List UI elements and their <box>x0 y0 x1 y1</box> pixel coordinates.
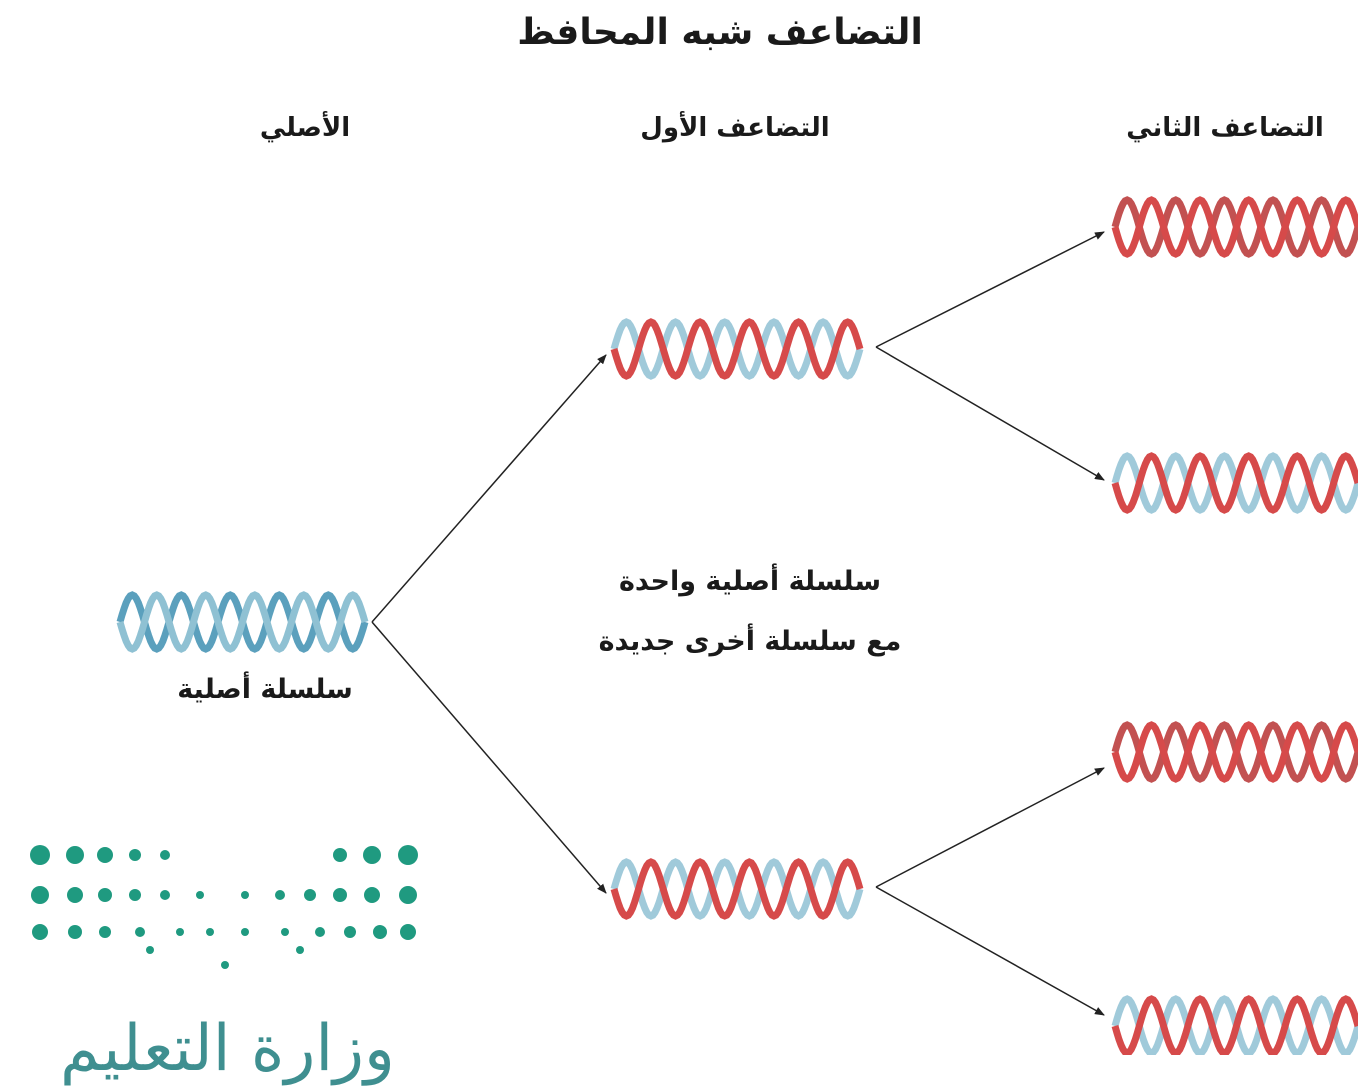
ministry-logo-text: وزارة التعليم <box>60 1012 395 1086</box>
ministry-of-education-logo-icon <box>30 845 418 969</box>
arrow-original-to-lower <box>371 621 607 894</box>
helix-second-1 <box>1111 196 1358 258</box>
helix-second-4 <box>1111 995 1358 1055</box>
description-line-1: سلسلة أصلية واحدة <box>618 566 882 597</box>
description-line-2: مع سلسلة أخرى جديدة <box>598 626 902 657</box>
helix-first-upper-strand-a <box>610 318 864 380</box>
helix-original <box>116 591 369 653</box>
helix-second-3 <box>1111 721 1358 783</box>
helix-second-4-strand-a <box>1111 995 1358 1055</box>
dna-helices <box>116 196 1358 1055</box>
replication-diagram <box>30 196 1358 1055</box>
diagram-title: التضاعف شبه المحافظ <box>517 12 923 53</box>
arrow-upper-to-top <box>875 231 1105 348</box>
arrow-upper-to-second <box>875 346 1105 481</box>
connector-arrows <box>371 231 1105 1016</box>
arrow-lower-to-third <box>875 767 1105 888</box>
column-header-original: الأصلي <box>259 113 351 143</box>
column-header-first-replication: التضاعف الأول <box>640 113 830 143</box>
helix-first-lower <box>610 858 864 920</box>
column-header-second-replication: التضاعف الثاني <box>1126 113 1324 143</box>
helix-first-upper <box>610 318 864 380</box>
arrow-lower-to-bottom <box>875 886 1105 1016</box>
helix-second-2 <box>1111 452 1358 514</box>
helix-second-2-strand-a <box>1111 452 1358 514</box>
helix-second-1-strand-a <box>1111 196 1358 258</box>
arrow-original-to-upper <box>371 354 607 623</box>
helix-first-lower-strand-a <box>610 858 864 920</box>
helix-second-3-strand-a <box>1111 721 1358 783</box>
original-strand-label: سلسلة أصلية <box>177 674 353 705</box>
helix-original-strand-a <box>116 591 369 653</box>
